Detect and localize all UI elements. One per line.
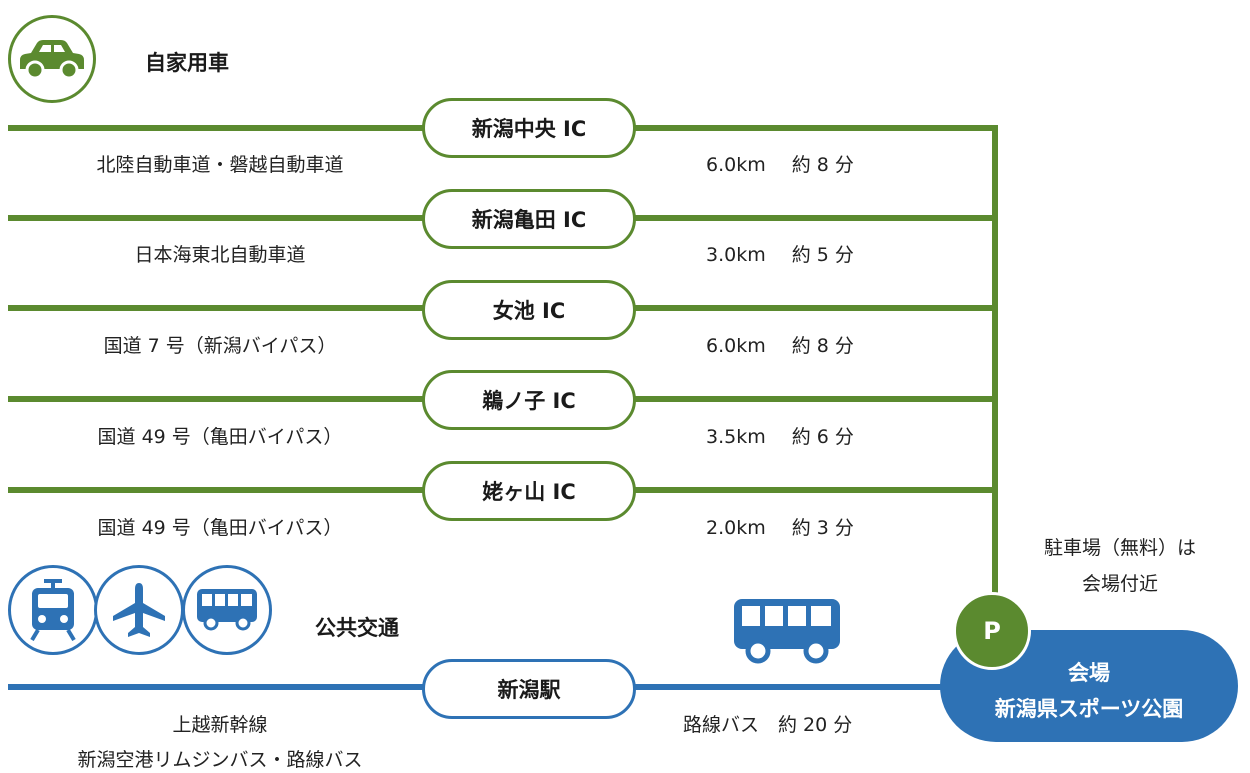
parking-note: 駐車場（無料）は 会場付近 bbox=[1010, 530, 1230, 602]
distance-time: 6.0km 約 8 分 bbox=[706, 331, 854, 358]
route-label: 北陸自動車道・磐越自動車道 bbox=[96, 154, 344, 176]
distance: 6.0km bbox=[706, 335, 766, 357]
time: 約 8 分 bbox=[791, 154, 854, 176]
trunk-line bbox=[992, 125, 998, 600]
route-label: 国道 49 号（亀田バイパス） bbox=[97, 517, 343, 539]
train-icon bbox=[30, 579, 76, 641]
distance: 3.5km bbox=[706, 426, 766, 448]
bus-icon bbox=[197, 589, 257, 631]
station-pill: 新潟駅 bbox=[422, 659, 636, 719]
airplane-circle bbox=[94, 565, 184, 655]
airplane-icon bbox=[113, 583, 165, 637]
distance: 2.0km bbox=[706, 517, 766, 539]
bus-icon bbox=[734, 599, 840, 664]
bus-note: 路線バス 約 20 分 bbox=[683, 714, 853, 736]
time: 約 5 分 bbox=[791, 244, 854, 266]
distance: 3.0km bbox=[706, 244, 766, 266]
parking-icon: P bbox=[953, 592, 1031, 670]
public-heading: 公共交通 bbox=[315, 616, 399, 640]
distance-time: 2.0km 約 3 分 bbox=[706, 513, 854, 540]
ic-pill-unoko: 鵜ノ子 IC bbox=[422, 370, 636, 430]
parking-note-line1: 駐車場（無料）は bbox=[1043, 537, 1196, 559]
parking-note-line2: 会場付近 bbox=[1081, 573, 1158, 595]
train-circle bbox=[8, 565, 98, 655]
car-icon bbox=[20, 40, 84, 79]
ic-pill-niigata-chuo: 新潟中央 IC bbox=[422, 98, 636, 158]
car-circle bbox=[8, 15, 96, 103]
time: 約 8 分 bbox=[791, 335, 854, 357]
car-heading: 自家用車 bbox=[145, 51, 229, 75]
ic-pill-niigata-kameda: 新潟亀田 IC bbox=[422, 189, 636, 249]
time: 約 6 分 bbox=[791, 426, 854, 448]
ic-pill-meike: 女池 IC bbox=[422, 280, 636, 340]
route-label: 国道 7 号（新潟バイパス） bbox=[103, 335, 337, 357]
distance-time: 6.0km 約 8 分 bbox=[706, 150, 854, 177]
venue-label: 会場 bbox=[1068, 661, 1110, 685]
public-route-line2: 新潟空港リムジンバス・路線バス bbox=[77, 749, 363, 771]
venue-name: 新潟県スポーツ公園 bbox=[994, 697, 1184, 721]
distance-time: 3.0km 約 5 分 bbox=[706, 240, 854, 267]
public-route-line1: 上越新幹線 bbox=[172, 714, 268, 736]
bus-circle bbox=[182, 565, 272, 655]
ic-pill-ubagayama: 姥ヶ山 IC bbox=[422, 461, 636, 521]
time: 約 3 分 bbox=[791, 517, 854, 539]
route-label: 国道 49 号（亀田バイパス） bbox=[97, 426, 343, 448]
distance-time: 3.5km 約 6 分 bbox=[706, 422, 854, 449]
route-label: 日本海東北自動車道 bbox=[134, 244, 306, 266]
venue-badge: 会場 新潟県スポーツ公園 bbox=[940, 630, 1238, 742]
distance: 6.0km bbox=[706, 154, 766, 176]
